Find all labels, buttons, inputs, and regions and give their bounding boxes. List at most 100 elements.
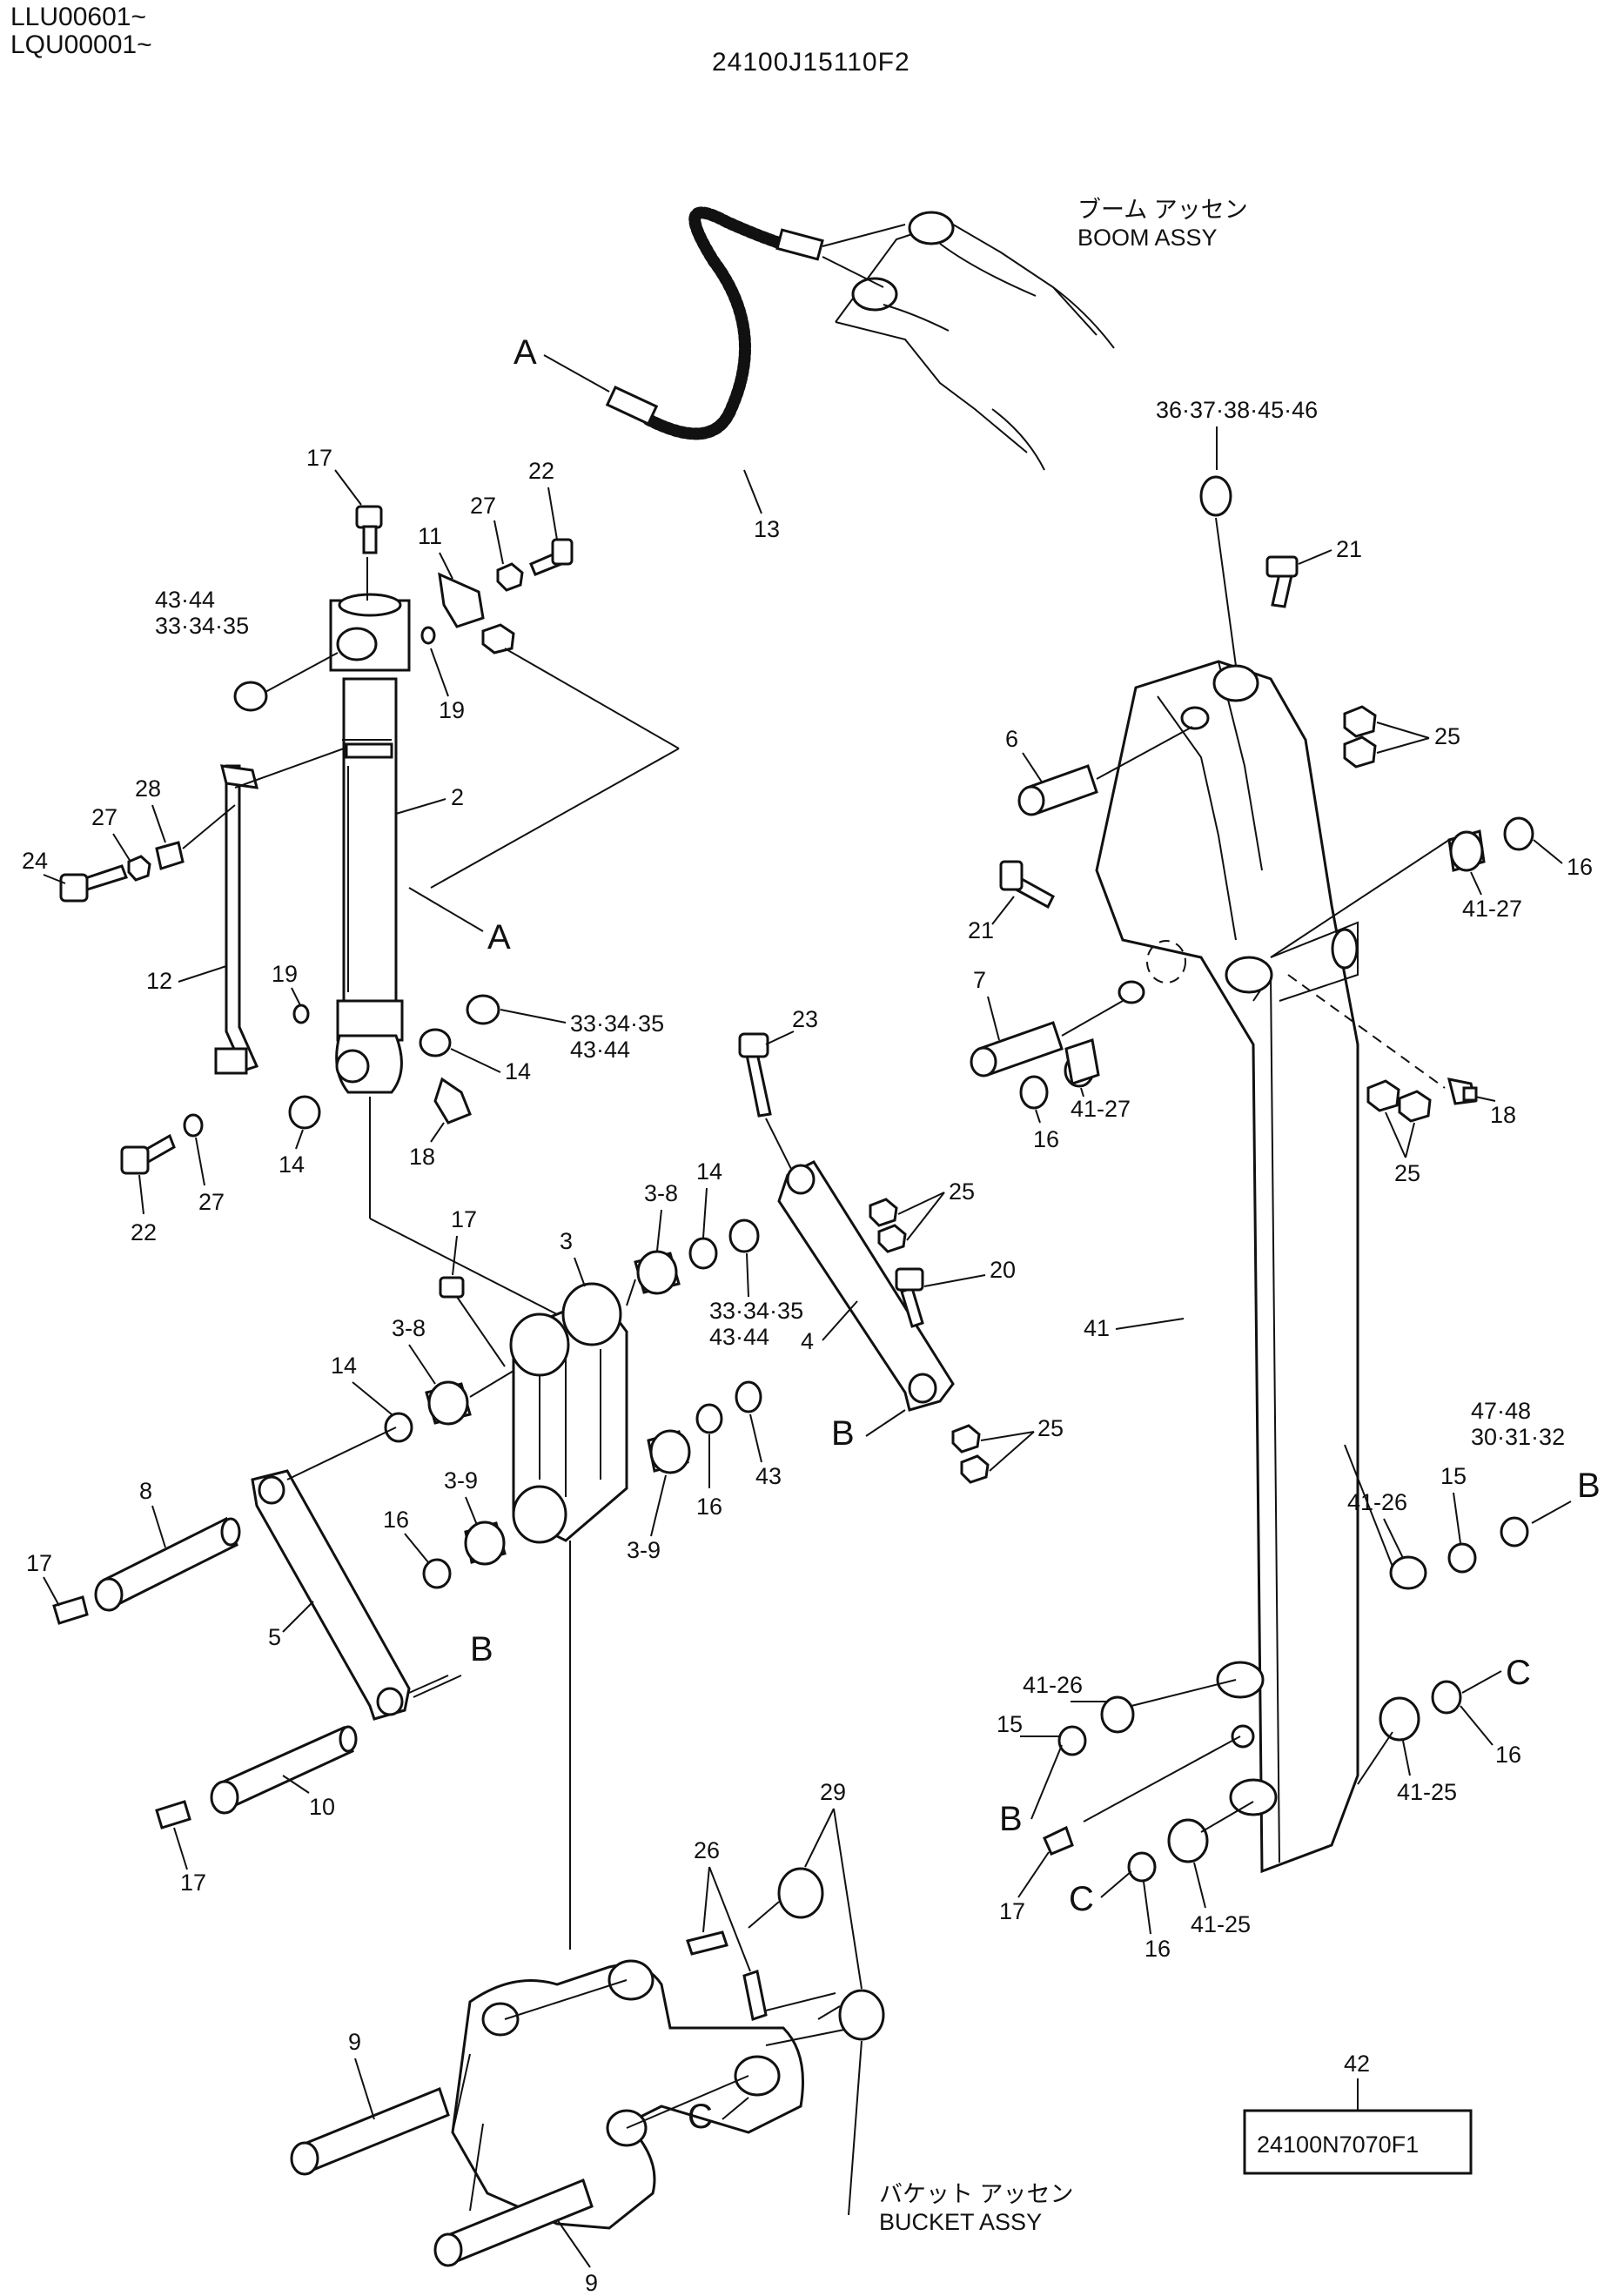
callout-22-top: 22 — [528, 458, 554, 484]
callout-43-44-low: 43·44 — [570, 1037, 630, 1063]
callout-41-27-low: 41-27 — [1071, 1096, 1131, 1122]
callout-8: 8 — [139, 1478, 152, 1504]
callout-14-right: 14 — [505, 1058, 531, 1084]
ref-b-arm-right: B — [1577, 1467, 1601, 1505]
callout-33-35-low: 33·34·35 — [570, 1010, 664, 1037]
arm-41 — [1095, 660, 1359, 1874]
bolt-22-low — [120, 1133, 176, 1175]
bucket-assy-jp: バケット アッセン — [879, 2181, 1074, 2207]
callout-16-link-right: 16 — [696, 1494, 722, 1520]
nut-27-top — [496, 562, 524, 592]
ref-c-arm-right: C — [1506, 1654, 1531, 1692]
nut-25-link-top-b — [877, 1224, 907, 1253]
callout-15-left: 15 — [997, 1711, 1023, 1737]
ref-b-arm-left: B — [999, 1800, 1023, 1838]
callout-27-low: 27 — [198, 1189, 225, 1215]
callout-19-low: 19 — [272, 961, 298, 987]
link-4 — [777, 1160, 955, 1412]
callout-16-arm-right: 16 — [1495, 1742, 1521, 1768]
callout-7: 7 — [973, 967, 986, 993]
callout-17-pin8: 17 — [26, 1550, 52, 1576]
serial-range-2: LQU00001~ — [10, 30, 152, 59]
link-5 — [251, 1469, 411, 1721]
callout-21-mid: 21 — [968, 917, 994, 943]
bolt-22-top — [529, 538, 574, 576]
boom-assy-jp: ブーム アッセン — [1077, 197, 1248, 223]
callout-33-35-link: 33·34·35 — [709, 1298, 803, 1324]
callout-9-lower: 9 — [585, 2270, 598, 2296]
callout-11: 11 — [418, 523, 442, 549]
grease-nipple-10 — [155, 1800, 191, 1829]
grease-nipple-link — [439, 1276, 465, 1299]
callout-16-arm-top: 16 — [1567, 854, 1593, 880]
callout-9-upper: 9 — [348, 2029, 361, 2055]
callout-30-32: 30·31·32 — [1471, 1424, 1565, 1450]
callout-2: 2 — [451, 784, 464, 810]
callout-43-44-top: 43·44 — [155, 587, 215, 613]
pin-9-lower — [433, 2179, 594, 2267]
seal-14-upper — [419, 1028, 452, 1057]
callout-16-arm-mid: 16 — [1033, 1126, 1059, 1152]
link-3 — [509, 1282, 628, 1544]
nut-27-left — [127, 855, 151, 882]
callout-23: 23 — [792, 1006, 818, 1032]
callout-41-27-top: 41-27 — [1462, 896, 1522, 922]
callout-16-arm-low: 16 — [1144, 1936, 1171, 1962]
callout-25-link-top: 25 — [949, 1178, 975, 1205]
arm-bushings — [1019, 816, 1534, 1883]
drawing-number: 24100J15110F2 — [712, 48, 910, 77]
callout-24: 24 — [22, 848, 48, 874]
bolt-24 — [59, 864, 128, 903]
ref-b-link4: B — [831, 1414, 855, 1453]
bucket-cylinder-2 — [329, 593, 411, 1094]
boom-assy-en: BOOM ASSY — [1077, 225, 1218, 251]
pins-26 — [686, 1930, 768, 2021]
callout-12: 12 — [146, 968, 172, 994]
callout-41-25-right: 41-25 — [1397, 1779, 1457, 1805]
ref-a-top: A — [514, 333, 537, 372]
bolt-23 — [738, 1032, 772, 1118]
callout-28: 28 — [135, 775, 161, 802]
callout-17-arm: 17 — [999, 1898, 1025, 1924]
washer-27-low — [183, 1113, 204, 1138]
callout-14-link-top: 14 — [696, 1158, 722, 1185]
callout-6: 6 — [1005, 726, 1018, 752]
nut-25-link-low-a — [951, 1424, 981, 1453]
hydraulic-hose-13 — [605, 206, 906, 440]
callout-3-8-left: 3-8 — [392, 1315, 426, 1341]
callout-19-top: 19 — [439, 697, 465, 723]
shim-36-46 — [1199, 475, 1232, 517]
rings-29 — [777, 1867, 885, 2041]
nut-25-link-low-b — [960, 1454, 990, 1484]
callout-26: 26 — [694, 1837, 720, 1863]
pin-7 — [970, 1021, 1064, 1078]
callout-25-arm-top: 25 — [1434, 723, 1460, 749]
washer-cyl-bottom — [466, 994, 500, 1025]
callout-3: 3 — [560, 1228, 573, 1254]
callout-22-low: 22 — [131, 1219, 157, 1245]
callout-25-link-low: 25 — [1037, 1415, 1064, 1441]
callout-47-48: 47·48 — [1471, 1398, 1531, 1424]
callout-3-8-top: 3-8 — [644, 1180, 678, 1206]
callout-14-left: 14 — [279, 1151, 305, 1178]
callout-27-top: 27 — [470, 493, 496, 519]
grease-nipple-top — [355, 505, 383, 554]
arm-hardware — [999, 555, 1478, 1856]
callout-33-35-top: 33·34·35 — [155, 613, 249, 639]
callout-17-pin10: 17 — [180, 1870, 206, 1896]
ref-c-bucket: C — [688, 2098, 713, 2136]
clip-28 — [155, 841, 185, 870]
callout-43: 43 — [755, 1463, 782, 1489]
callout-16-link: 16 — [383, 1507, 409, 1533]
pipe-12 — [214, 764, 259, 1075]
callout-14-link-left: 14 — [331, 1353, 357, 1379]
callout-27-left: 27 — [91, 804, 117, 830]
link-bushings — [384, 1218, 762, 1589]
pin-10 — [210, 1725, 358, 1815]
callout-5: 5 — [268, 1624, 281, 1650]
callout-41-26-left: 41-26 — [1023, 1672, 1083, 1698]
callout-15-right: 15 — [1440, 1463, 1467, 1489]
seal-14-lower — [288, 1095, 321, 1130]
nut-25-link-top-a — [869, 1198, 898, 1227]
